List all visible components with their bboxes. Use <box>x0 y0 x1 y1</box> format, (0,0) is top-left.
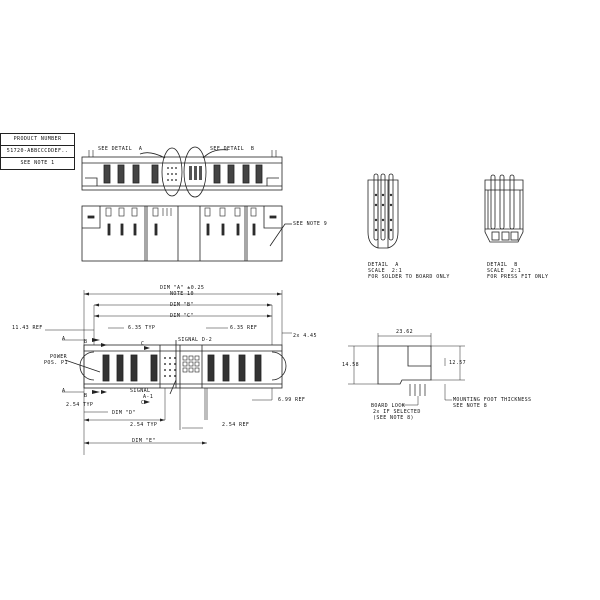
detail-a-title: DETAIL A <box>368 262 399 268</box>
ref-11-43-label: 11.43 REF <box>12 325 43 331</box>
detail-b-title: DETAIL B <box>487 262 518 268</box>
dim-a-label: DIM "A" ±0.25 <box>160 285 205 291</box>
product-number-note: SEE NOTE 1 <box>20 160 55 166</box>
section-c-bottom-label: C <box>141 400 145 406</box>
ref-2-54-label: 2.54 REF <box>222 422 250 428</box>
see-note-9-callout: SEE NOTE 9 <box>293 221 328 227</box>
dim-2x-4-45-label: 2x 4.45 <box>293 333 317 339</box>
dim-b-label: DIM "B" <box>170 302 194 308</box>
dim-c-label: DIM "C" <box>170 313 194 319</box>
dim-d-label: DIM "D" <box>112 410 136 416</box>
end-view <box>348 333 465 406</box>
signal-a1-label: SIGNAL <box>130 388 151 394</box>
section-a-bottom-label: A <box>62 388 66 394</box>
power-label: POWER <box>50 354 68 360</box>
end-view-height-total: 14.58 <box>342 362 360 368</box>
typ-6-35-label: 6.35 TYP <box>128 325 156 331</box>
product-number-header: PRODUCT NUMBER <box>1 134 74 146</box>
signal-a1-pos-label: A-1 <box>143 394 154 400</box>
section-c-top-label: C <box>141 341 145 347</box>
power-pos-label: POS. P1 <box>44 360 68 366</box>
detail-b-note: FOR PRESS FIT ONLY <box>487 274 549 280</box>
section-b-top-label: B <box>84 339 88 345</box>
front-view <box>45 290 292 455</box>
top-view <box>81 146 283 198</box>
dim-a-note: NOTE 10 <box>170 291 194 297</box>
signal-d2-label: SIGNAL D-2 <box>178 337 213 343</box>
typ-2-54-mid-label: 2.54 TYP <box>130 422 158 428</box>
detail-b-scale: SCALE 2:1 <box>487 268 522 274</box>
detail-a-drawing <box>367 173 399 249</box>
detail-b-drawing <box>484 174 524 243</box>
detail-a-note: FOR SOLDER TO BOARD ONLY <box>368 274 450 280</box>
dim-e-label: DIM "E" <box>132 438 156 444</box>
mounting-foot-label: MOUNTING FOOT THICKNESS <box>453 397 532 403</box>
board-lock-qty-label: 2x IF SELECTED <box>373 409 421 415</box>
board-lock-note-label: (SEE NOTE 8) <box>373 415 414 421</box>
mounting-foot-note-label: SEE NOTE 8 <box>453 403 488 409</box>
side-view <box>81 205 292 262</box>
ref-6-99-label: 6.99 REF <box>278 397 306 403</box>
end-view-height-inner: 12.57 <box>449 360 467 366</box>
ref-6-35-label: 6.35 REF <box>230 325 258 331</box>
see-detail-b-callout: SEE DETAIL B <box>210 146 255 152</box>
detail-a-scale: SCALE 2:1 <box>368 268 403 274</box>
section-b-bottom-label: B <box>84 393 88 399</box>
see-detail-a-callout: SEE DETAIL A <box>98 146 143 152</box>
end-view-width: 23.62 <box>396 329 414 335</box>
section-a-top-label: A <box>62 336 66 342</box>
product-number-value: 51720-ABBCCCDDEF.. <box>1 146 74 158</box>
board-lock-label: BOARD LOCK <box>371 403 406 409</box>
typ-2-54-left-label: 2.54 TYP <box>66 402 94 408</box>
product-number-table: PRODUCT NUMBER 51720-ABBCCCDDEF.. SEE NO… <box>0 133 75 170</box>
